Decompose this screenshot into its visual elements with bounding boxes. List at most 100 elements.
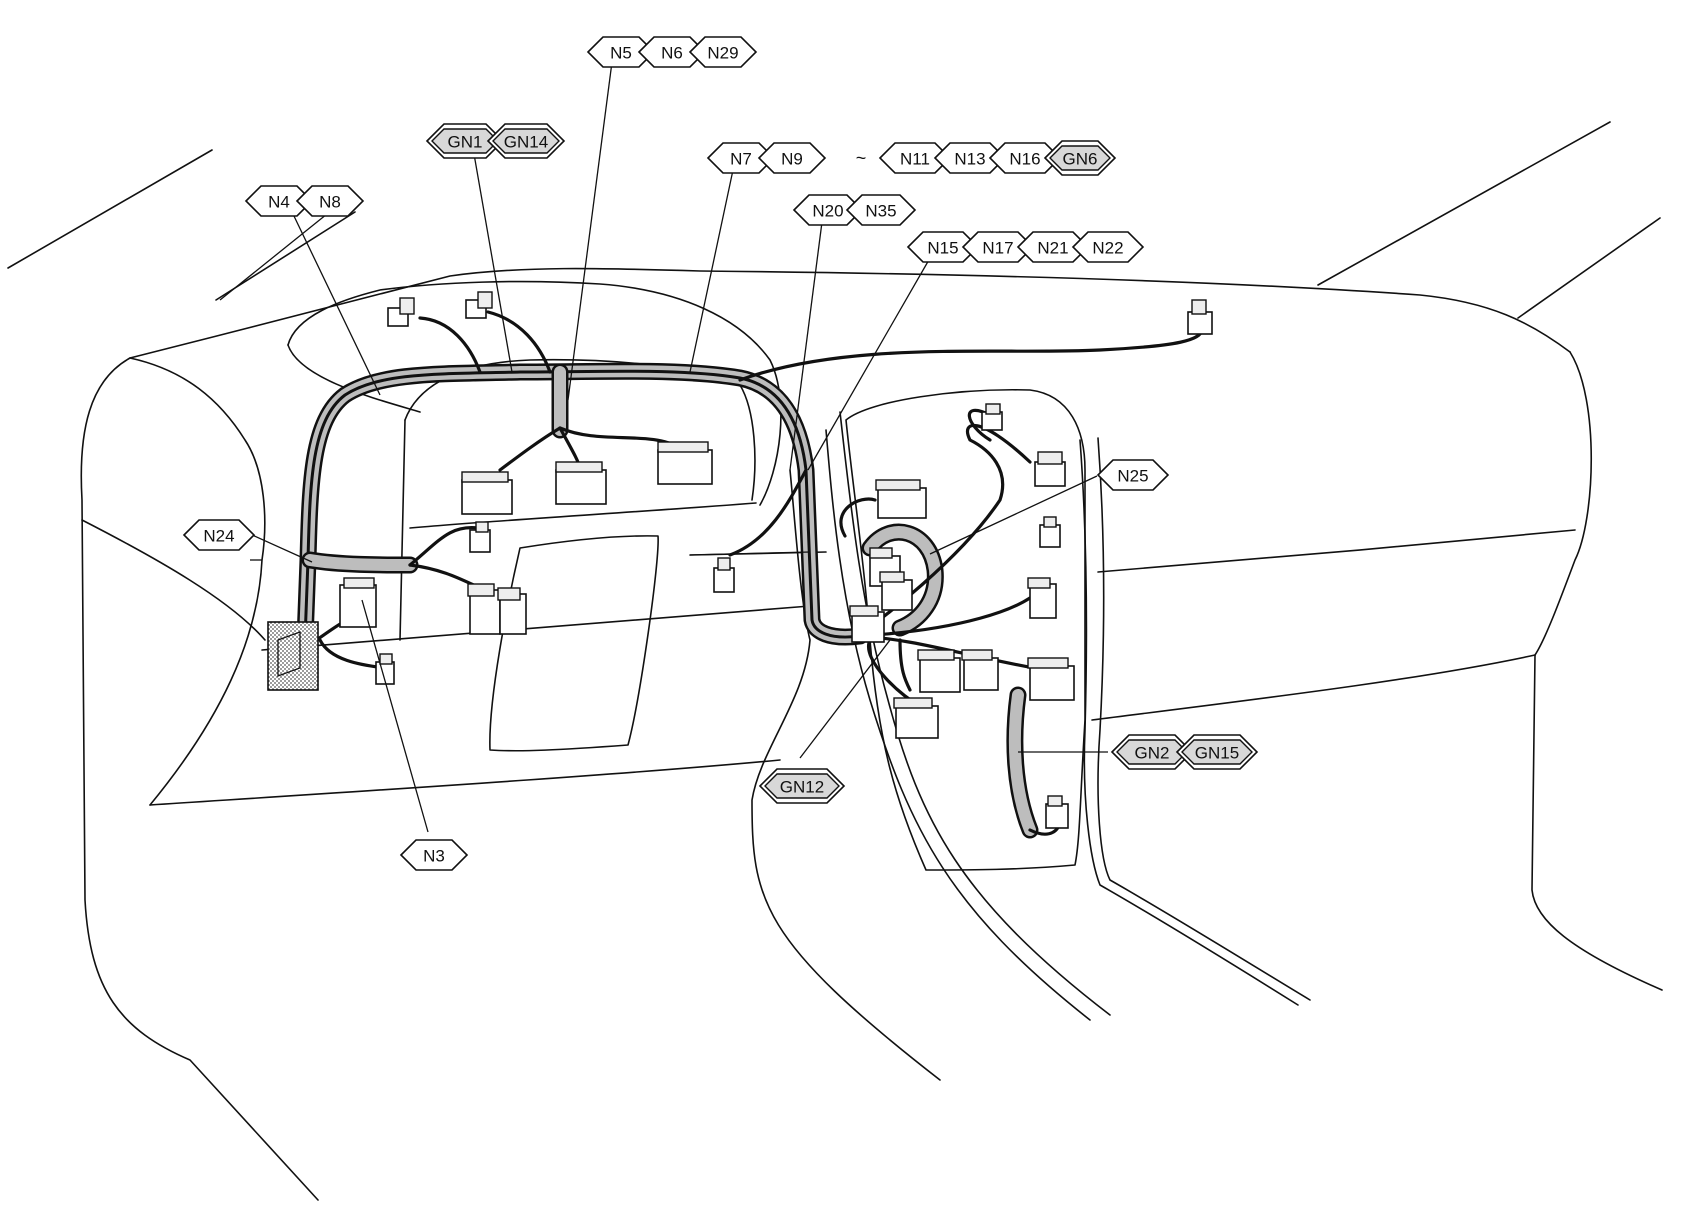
tag-group-n24-group: N24 [182, 519, 256, 551]
connector [461, 471, 513, 515]
connector-tag-n20: N20 [792, 194, 864, 226]
tag-outline [399, 839, 469, 871]
tag-group-gn1-group: GN1 GN14 [425, 123, 566, 159]
connector [1039, 516, 1061, 548]
connector [1027, 577, 1057, 619]
connector-tag-n13: N13 [933, 142, 1007, 174]
tag-group-n3-group: N3 [399, 839, 469, 871]
connector-tag-n25: N25 [1096, 459, 1170, 491]
tag-outline [845, 194, 917, 226]
connector [387, 297, 415, 327]
connector-tag-n24: N24 [182, 519, 256, 551]
tag-group-n7-group: N7 N9 [706, 142, 827, 174]
tag-label: N21 [1037, 239, 1068, 258]
branch-wires [298, 310, 1204, 836]
tag-group-n25-group: N25 [1096, 459, 1170, 491]
tag-group-gn2-group: GN2 GN15 [1110, 734, 1259, 770]
connector-tag-gn12: GN12 [758, 768, 846, 804]
tag-group-n20-group: N20 N35 [792, 194, 917, 226]
ground-tag-fill [764, 773, 840, 799]
tag-label: N11 [900, 150, 930, 169]
tag-group-gn12-group: GN12 [758, 768, 846, 804]
connector-tag-n17: N17 [961, 231, 1035, 263]
connector [497, 587, 527, 635]
ground-tag-fill [492, 128, 560, 154]
tag-label: N6 [661, 44, 683, 63]
ground-tag-fill [1181, 739, 1253, 765]
connector [1027, 657, 1075, 701]
tag-group-n11-group: N11 N13 N16 GN6 [878, 140, 1117, 176]
connector-tag-gn2: GN2 [1110, 734, 1194, 770]
connector-tag-n35: N35 [845, 194, 917, 226]
connector-tag-n16: N16 [988, 142, 1062, 174]
tag-label: GN6 [1063, 150, 1098, 169]
range-separator: ~ [856, 148, 867, 168]
tag-label: N29 [707, 44, 738, 63]
connector [961, 649, 999, 691]
connector-tag-gn6: GN6 [1043, 140, 1117, 176]
tag-label: GN15 [1195, 744, 1239, 763]
tag-label: N8 [319, 193, 341, 212]
tag-label: GN2 [1135, 744, 1170, 763]
connector-tag-gn14: GN14 [486, 123, 566, 159]
ground-tag-fill [1049, 145, 1111, 171]
tag-label: N25 [1117, 467, 1148, 486]
tag-group-n15-group: N15 N17 N21 N22 [906, 231, 1145, 263]
connector [375, 653, 395, 685]
tag-label: GN12 [780, 778, 824, 797]
tag-group-n5-group: N5 N6 N29 [586, 36, 758, 68]
connector [917, 649, 961, 693]
tag-label: N22 [1092, 239, 1123, 258]
tag-label: N4 [268, 193, 290, 212]
tag-label: N3 [423, 847, 445, 866]
tag-label: N13 [954, 150, 985, 169]
connector [1187, 299, 1213, 335]
junction-block [267, 577, 377, 691]
tag-label: GN14 [504, 133, 548, 152]
connector [893, 697, 939, 739]
connector [467, 583, 501, 635]
connector [875, 479, 927, 519]
tag-outline [1096, 459, 1170, 491]
tag-label: N24 [203, 527, 234, 546]
tag-outline [757, 142, 827, 174]
tag-label: N20 [812, 202, 843, 221]
connector [465, 291, 493, 319]
connector-tag-n29: N29 [688, 36, 758, 68]
tag-outline [1071, 231, 1145, 263]
connector [657, 441, 713, 485]
connector [555, 461, 607, 505]
tag-label: GN1 [448, 133, 483, 152]
connector [469, 521, 491, 553]
main-wire-harness [296, 362, 1039, 839]
connectors [267, 291, 1213, 829]
tag-label: N35 [865, 202, 896, 221]
connector [1034, 451, 1066, 487]
tag-label: N17 [982, 239, 1013, 258]
connector [713, 557, 735, 593]
tag-group-n4-group: N4 N8 [244, 185, 365, 217]
connector [981, 403, 1003, 431]
connector [879, 571, 913, 611]
tag-label: N9 [781, 150, 803, 169]
connector-tag-n8: N8 [295, 185, 365, 217]
connector-tag-gn15: GN15 [1175, 734, 1259, 770]
connector-tag-n22: N22 [1071, 231, 1145, 263]
tag-label: N15 [927, 239, 958, 258]
connector-tag-n3: N3 [399, 839, 469, 871]
tag-label: N7 [730, 150, 752, 169]
connector-tag-n9: N9 [757, 142, 827, 174]
connector-tag-n15: N15 [906, 231, 980, 263]
connector [1045, 795, 1069, 829]
tag-outline [688, 36, 758, 68]
tag-label: N5 [610, 44, 632, 63]
leader-lines [219, 61, 1108, 833]
tag-outline [295, 185, 365, 217]
connector-tag-gn1: GN1 [425, 123, 505, 159]
tag-label: N16 [1009, 150, 1040, 169]
tag-outline [182, 519, 256, 551]
instrument-panel-outline [7, 121, 1663, 1201]
connector [849, 605, 885, 643]
